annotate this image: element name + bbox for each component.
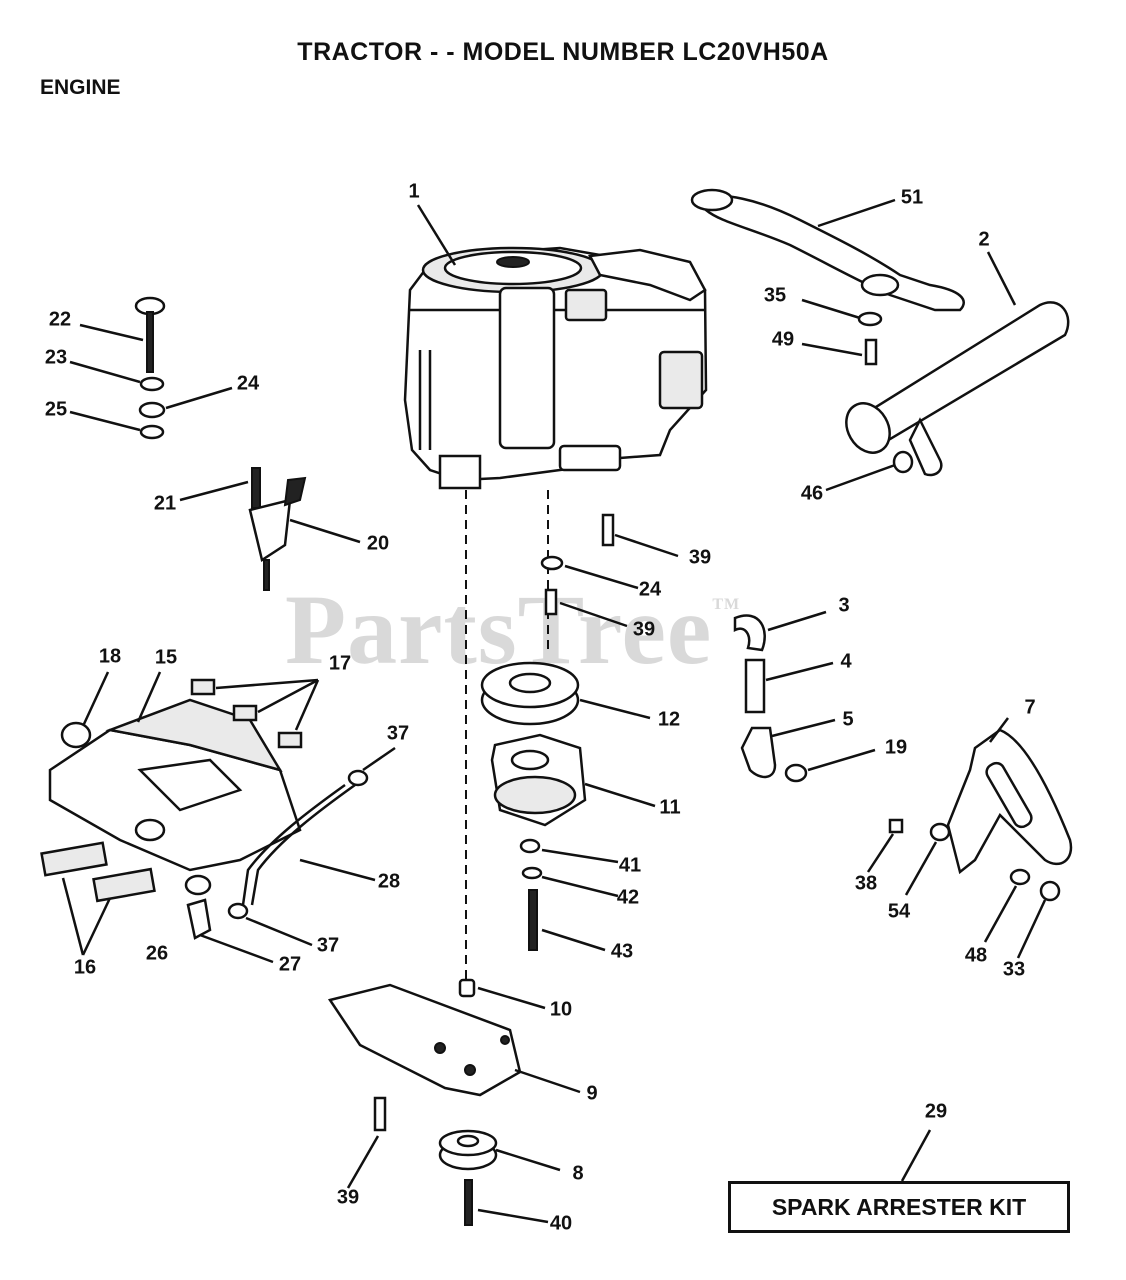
nipple-4: [744, 658, 766, 714]
bolt-49: [864, 338, 878, 366]
engine: [403, 246, 708, 490]
callout-8: 8: [572, 1162, 584, 1185]
callout-43: 43: [610, 940, 634, 963]
bolt-39b: [544, 588, 558, 616]
callout-5: 5: [842, 708, 854, 731]
callout-10: 10: [549, 998, 573, 1021]
callout-11: 11: [659, 796, 681, 819]
callout-18: 18: [98, 645, 122, 668]
washer-42: [521, 866, 543, 880]
spark-arrester-kit-box: SPARK ARRESTER KIT: [728, 1181, 1070, 1233]
callout-51: 51: [900, 186, 924, 209]
callout-46: 46: [800, 482, 824, 505]
gasket-46: [892, 450, 914, 474]
section-label: ENGINE: [40, 76, 121, 99]
clip-17b: [232, 704, 258, 722]
pad-16a: [40, 841, 108, 877]
bolt-39c: [373, 1096, 387, 1132]
callout-22: 22: [48, 308, 72, 331]
bolt-43: [528, 889, 538, 951]
spacer-10: [458, 978, 476, 998]
page-title: TRACTOR - - MODEL NUMBER LC20VH50A: [297, 38, 829, 66]
idler-pulley-8: [438, 1129, 498, 1171]
clamp-37b: [227, 902, 249, 920]
washer-25: [139, 424, 165, 440]
clip-17c: [277, 731, 303, 749]
callout-41: 41: [618, 854, 642, 877]
callout-35: 35: [763, 284, 787, 307]
callout-21: 21: [153, 492, 177, 515]
callout-2: 2: [978, 228, 990, 251]
leader-1: [416, 204, 457, 266]
clip-17a: [190, 678, 216, 696]
callout-40: 40: [549, 1212, 573, 1235]
callout-3: 3: [838, 594, 850, 617]
fitting-26: [184, 874, 212, 896]
callout-26: 26: [145, 942, 169, 965]
callout-24: 24: [236, 372, 260, 395]
bolt-40: [464, 1179, 473, 1226]
leader-29: [900, 1129, 932, 1182]
clamp-37a: [347, 769, 369, 787]
callout-16: 16: [73, 956, 97, 979]
callout-1: 1: [408, 180, 420, 203]
washer-48: [1009, 868, 1031, 886]
pulley-12: [480, 661, 580, 726]
washer-23: [139, 376, 165, 392]
dipstick-22: [134, 296, 166, 373]
callout-39c: 39: [336, 1186, 360, 1209]
callout-38: 38: [854, 872, 878, 895]
callout-37b: 37: [316, 934, 340, 957]
callout-27: 27: [278, 953, 302, 976]
callout-49: 49: [771, 328, 795, 351]
elbow-3: [733, 614, 766, 652]
callout-23: 23: [44, 346, 68, 369]
washer-54: [929, 822, 951, 842]
callout-39: 39: [688, 546, 712, 569]
cap-18: [60, 721, 92, 749]
leader-2: [986, 251, 1017, 306]
callout-7: 7: [1024, 696, 1036, 719]
callout-9: 9: [586, 1082, 598, 1105]
bracket-7: [946, 728, 1073, 875]
washer-35: [857, 311, 883, 327]
plug-19: [784, 763, 808, 783]
bolt-38: [888, 818, 904, 834]
callout-15: 15: [154, 646, 178, 669]
callout-54: 54: [887, 900, 911, 923]
watermark: PartsTreeTM: [285, 574, 741, 685]
leader-51: [817, 198, 896, 228]
muffler: [845, 301, 1070, 477]
bolt-39a: [601, 513, 615, 547]
callout-12: 12: [657, 708, 681, 731]
callout-17: 17: [328, 652, 352, 675]
callout-42: 42: [616, 886, 640, 909]
callout-37: 37: [386, 722, 410, 745]
throttle-bracket: [248, 467, 307, 591]
callout-19: 19: [884, 736, 908, 759]
callout-39b: 39: [632, 618, 656, 641]
clutch-11: [490, 733, 587, 827]
callout-28: 28: [377, 870, 401, 893]
pad-16b: [92, 867, 156, 903]
washer-24: [138, 401, 166, 419]
washer-41: [519, 838, 541, 854]
callout-24b: 24: [638, 578, 662, 601]
elbow-27: [186, 898, 212, 940]
plate-9: [327, 983, 522, 1097]
callout-29: 29: [924, 1100, 948, 1123]
hose-28: [250, 783, 356, 906]
elbow-5: [740, 726, 777, 779]
exhaust-pipe: [690, 188, 965, 312]
callout-48: 48: [964, 944, 988, 967]
callout-25: 25: [44, 398, 68, 421]
callout-4: 4: [840, 650, 852, 673]
callout-20: 20: [366, 532, 390, 555]
washer-24b: [540, 555, 564, 571]
callout-33: 33: [1002, 958, 1026, 981]
nut-33: [1039, 880, 1061, 902]
